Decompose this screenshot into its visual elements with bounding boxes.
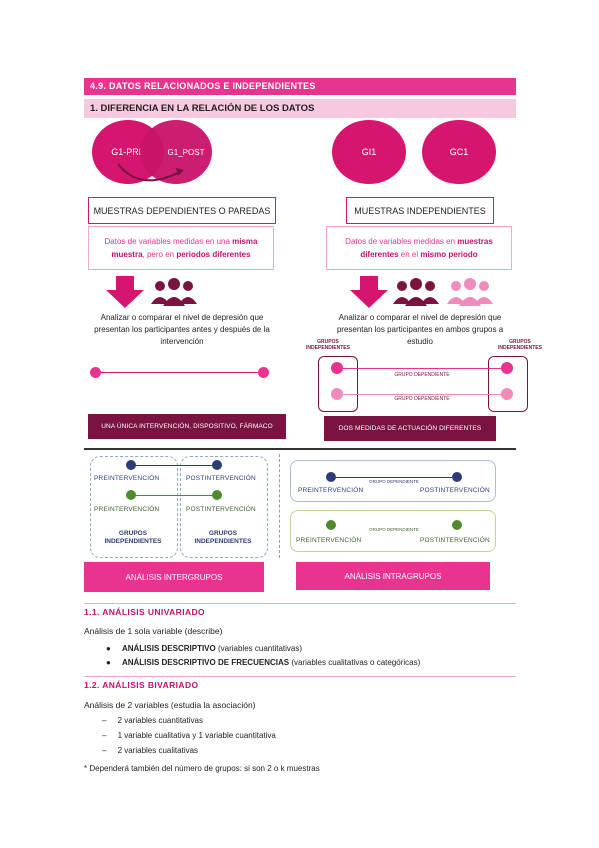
g1-pre-label: G1-PRE (111, 147, 145, 157)
gi1-label: GI1 (361, 147, 377, 157)
post-dot (258, 367, 269, 378)
independent-samples-label: MUESTRAS INDEPENDIENTES (346, 197, 494, 224)
intergroup-analysis-bar: ANÁLISIS INTERGRUPOS (84, 562, 264, 592)
down-arrow-icon (106, 276, 144, 308)
blue-dot (212, 460, 222, 470)
preintervention-label: PREINTERVENCIÓN (298, 487, 364, 494)
bivariate-title: 1.2. ANÁLISIS BIVARIADO (84, 680, 199, 690)
list-item: – 2 variables cualitativas (102, 746, 199, 755)
green-dot (326, 520, 336, 530)
postintervention-label: POSTINTERVENCIÓN (420, 537, 490, 544)
dot-right-top (501, 362, 513, 374)
gi1-circle: GI1 (332, 120, 406, 184)
grupo-dependiente-label: GRUPO DEPENDIENTE (394, 372, 450, 378)
blue-dot (452, 472, 462, 482)
green-dot (212, 490, 222, 500)
list-item: – 2 variables cuantitativas (102, 716, 203, 725)
two-measures-bar: DOS MEDIDAS DE ACTUACIÓN DIFERENTES (324, 416, 496, 441)
postintervention-label: POSTINTERVENCIÓN (420, 487, 490, 494)
preintervention-label: PREINTERVENCIÓN (296, 537, 362, 544)
intragroup-analysis-bar: ANÁLISIS INTRAGRUPOS (296, 562, 490, 590)
people-group-icon (151, 278, 197, 306)
grupos-independientes-label: GRUPOS INDEPENDIENTES (194, 530, 252, 545)
green-line (131, 495, 217, 496)
grupos-independientes-label: GRUPOS INDEPENDIENTES (104, 530, 162, 545)
dependent-description: Analizar o comparar el nivel de depresió… (94, 313, 270, 346)
gc1-label: GC1 (449, 147, 469, 157)
separator (84, 603, 516, 604)
group-box-left (318, 356, 358, 412)
subsection-title: 1. DIFERENCIA EN LA RELACIÓN DE LOS DATO… (84, 99, 516, 118)
people-group-icon (393, 278, 439, 306)
note: * Dependerá también del número de grupos… (84, 764, 320, 773)
group-box-inter-right (180, 456, 268, 558)
divider (84, 448, 516, 450)
grupo-dependiente-label: GRUPO DEPENDIENTE (369, 527, 419, 532)
g1-post-label: G1_POST (167, 147, 205, 157)
univariate-title: 1.1. ANÁLISIS UNIVARIADO (84, 607, 206, 617)
blue-dot (326, 472, 336, 482)
bivariate-intro: Análisis de 2 variables (estudia la asoc… (84, 700, 256, 710)
green-dot (452, 520, 462, 530)
grupos-independientes-label: GRUPOS INDEPENDIENTES (306, 339, 350, 351)
list-item: – 1 variable cualitativa y 1 variable cu… (102, 731, 276, 740)
list-item: ● ANÁLISIS DESCRIPTIVO DE FRECUENCIAS (v… (106, 658, 421, 667)
pre-dot (90, 367, 101, 378)
preintervention-label: PREINTERVENCIÓN (94, 475, 160, 482)
dot-left-bottom (331, 388, 343, 400)
dependent-box-blue (290, 460, 496, 502)
gc1-circle: GC1 (422, 120, 496, 184)
independent-definition: Datos de variables medidas en muestras d… (326, 226, 512, 270)
separator (84, 676, 516, 677)
curved-arrow-icon (117, 163, 184, 182)
dot-right-bottom (501, 388, 513, 400)
dependent-line (343, 394, 501, 395)
independent-description: Analizar o comparar el nivel de depresió… (336, 313, 504, 346)
postintervention-label: POSTINTERVENCIÓN (186, 475, 256, 482)
vertical-divider (279, 454, 280, 558)
blue-line (336, 477, 452, 478)
grupo-dependiente-label: GRUPO DEPENDIENTE (369, 479, 419, 484)
single-intervention-bar: UNA ÚNICA INTERVENCIÓN, DISPOSITIVO, FÁR… (88, 414, 286, 439)
pre-post-line (96, 372, 264, 373)
down-arrow-icon (350, 276, 388, 308)
section-title: 4.9. DATOS RELACIONADOS E INDEPENDIENTES (84, 78, 516, 95)
dependent-box-green (290, 510, 496, 552)
postintervention-label: POSTINTERVENCIÓN (186, 506, 256, 513)
dependent-definition: Datos de variables medidas en una misma … (88, 226, 274, 270)
preintervention-label: PREINTERVENCIÓN (94, 506, 160, 513)
grupo-dependiente-label: GRUPO DEPENDIENTE (394, 396, 450, 402)
univariate-intro: Análisis de 1 sola variable (describe) (84, 626, 223, 636)
list-item: ● ANÁLISIS DESCRIPTIVO (variables cuanti… (106, 644, 303, 653)
grupos-independientes-label: GRUPOS INDEPENDIENTES (498, 339, 542, 351)
dot-left-top (331, 362, 343, 374)
dependent-samples-label: MUESTRAS DEPENDIENTES O PAREDAS (88, 197, 276, 224)
group-box-right (488, 356, 528, 412)
people-group-light-icon (447, 278, 493, 306)
group-box-inter-left (90, 456, 178, 558)
dependent-line (343, 368, 501, 369)
blue-line (131, 465, 217, 466)
